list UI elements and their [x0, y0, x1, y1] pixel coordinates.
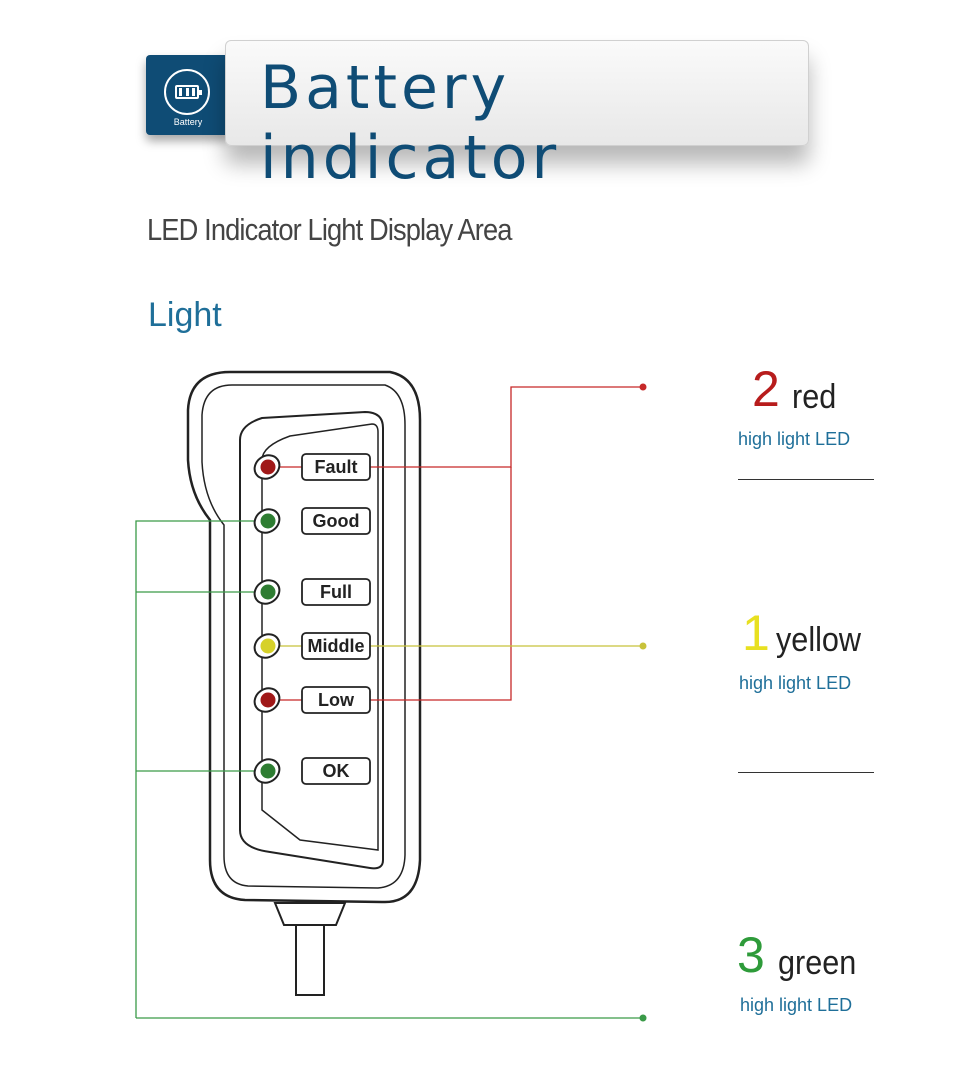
title-banner: Battery indicator [225, 40, 809, 193]
led-label-box [301, 632, 371, 660]
led-label-box [301, 578, 371, 606]
legend-yellow-name: yellow [776, 621, 862, 659]
led-ok [260, 763, 276, 779]
led-label-box [301, 757, 371, 785]
legend-red-desc: high light LED [738, 429, 851, 449]
legend-green-count: 3 [737, 927, 765, 983]
led-label-middle: Middle [308, 636, 365, 656]
led-good [260, 513, 276, 529]
led-label-low: Low [318, 690, 355, 710]
legend-red-count: 2 [752, 361, 780, 417]
led-label-fault: Fault [315, 457, 358, 477]
led-label-box [301, 686, 371, 714]
led-low [260, 692, 276, 708]
legend-green-name: green [778, 944, 857, 982]
legend-red-name: red [792, 378, 837, 416]
legend-green-desc: high light LED [740, 995, 853, 1015]
legend-yellow-count: 1 [742, 605, 770, 661]
legend-yellow-desc: high light LED [739, 673, 852, 693]
badge-label: Battery [173, 117, 203, 127]
divider [738, 479, 874, 480]
led-middle [260, 638, 276, 654]
led-full [260, 584, 276, 600]
led-label-good: Good [313, 511, 360, 531]
section-title: Light [148, 296, 222, 334]
page-subtitle: LED Indicator Light Display Area [147, 212, 512, 247]
page-title: Battery indicator [260, 53, 561, 193]
led-fault [260, 459, 276, 475]
divider [738, 772, 874, 773]
led-label-full: Full [320, 582, 352, 602]
battery-icon [164, 69, 210, 115]
led-label-box [301, 507, 371, 535]
led-label-ok: OK [323, 761, 350, 781]
battery-badge: Battery [146, 55, 230, 135]
led-label-box [301, 453, 371, 481]
